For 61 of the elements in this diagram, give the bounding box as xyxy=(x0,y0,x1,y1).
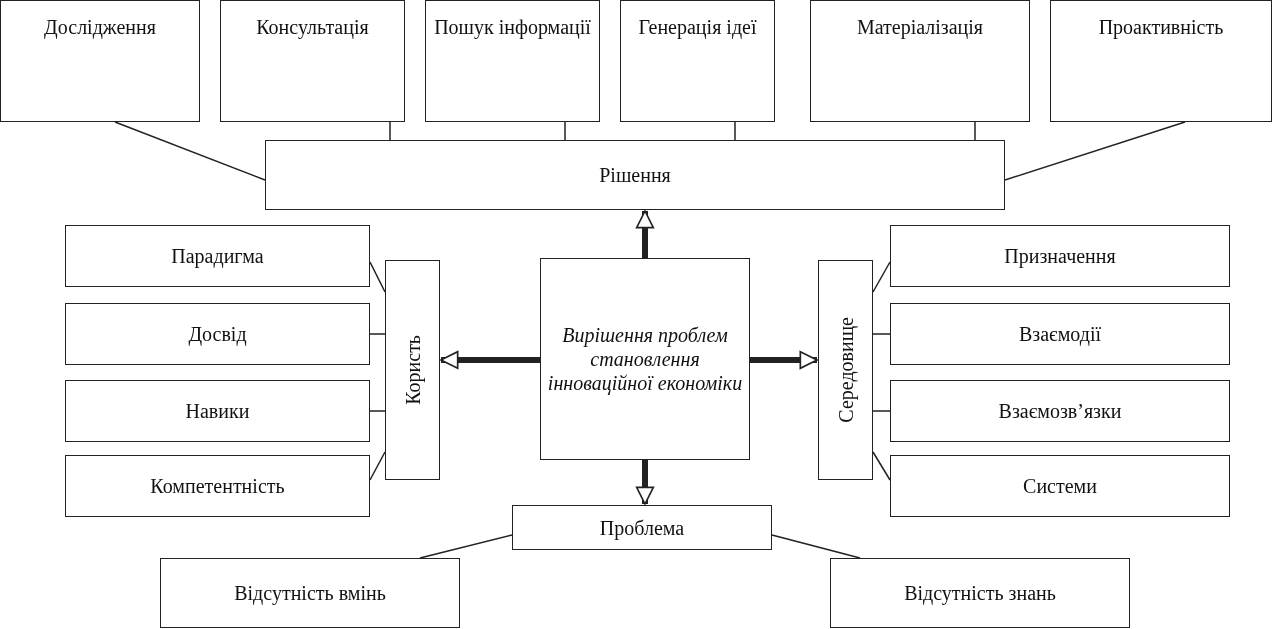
connector-line xyxy=(771,534,861,559)
term-label: Матеріалізація xyxy=(856,15,984,39)
connector-line xyxy=(872,451,891,481)
term-label: Вирішення проблем становлення інноваційної економіки xyxy=(546,323,744,395)
term-label: Консультація xyxy=(256,15,369,39)
term-box xyxy=(890,225,1230,287)
term-box xyxy=(890,380,1230,442)
connector-line xyxy=(389,121,391,141)
term-label: Проактивність xyxy=(1098,15,1224,39)
term-box xyxy=(830,558,1130,628)
connector-line xyxy=(564,121,566,141)
term-box xyxy=(890,303,1230,365)
term-box xyxy=(1050,0,1272,122)
term-box xyxy=(620,0,775,122)
vertical-box xyxy=(818,260,873,480)
term-label: Взаємодії xyxy=(1018,322,1102,346)
connector-line xyxy=(369,410,386,412)
term-label: Навики xyxy=(185,399,250,423)
connector-line xyxy=(369,451,386,481)
term-label: Середовище xyxy=(833,317,858,423)
block-arrow xyxy=(440,350,540,370)
block-arrow xyxy=(750,350,818,370)
connector-line xyxy=(974,121,976,141)
term-label: Проблема xyxy=(599,515,685,540)
vertical-box xyxy=(385,260,440,480)
term-box xyxy=(890,455,1230,517)
connector-line xyxy=(734,121,736,141)
term-label: Досвід xyxy=(188,322,247,346)
term-box xyxy=(65,380,370,442)
term-label: Пошук інформації xyxy=(434,15,591,39)
term-box xyxy=(425,0,600,122)
term-box xyxy=(65,225,370,287)
wide-box xyxy=(265,140,1005,210)
term-label: Генерація ідеї xyxy=(638,15,757,39)
term-label: Призначення xyxy=(1004,244,1116,268)
term-box xyxy=(220,0,405,122)
term-label: Системи xyxy=(1023,474,1097,498)
problem-box xyxy=(512,505,772,550)
connector-line xyxy=(1004,121,1186,181)
term-label: Взаємозв’язки xyxy=(998,399,1122,423)
block-arrow xyxy=(635,460,655,505)
term-label: Відсутність вмінь xyxy=(234,581,386,605)
term-box xyxy=(65,303,370,365)
term-label: Відсутність знань xyxy=(904,581,1056,605)
term-label: Компетентність xyxy=(150,474,285,498)
connector-line xyxy=(369,333,386,335)
connector-line xyxy=(872,410,891,412)
connector-line xyxy=(872,333,891,335)
block-arrow xyxy=(635,210,655,258)
term-box xyxy=(160,558,460,628)
term-label: Дослідження xyxy=(44,15,156,39)
term-box xyxy=(65,455,370,517)
term-box xyxy=(0,0,200,122)
term-label: Парадигма xyxy=(171,244,264,268)
central-box xyxy=(540,258,750,460)
term-box xyxy=(810,0,1030,122)
connector-line xyxy=(419,534,513,559)
term-label: Рішення xyxy=(599,163,671,187)
term-label: Користь xyxy=(400,335,425,405)
connector-line xyxy=(369,261,386,293)
connector-line xyxy=(114,121,266,181)
